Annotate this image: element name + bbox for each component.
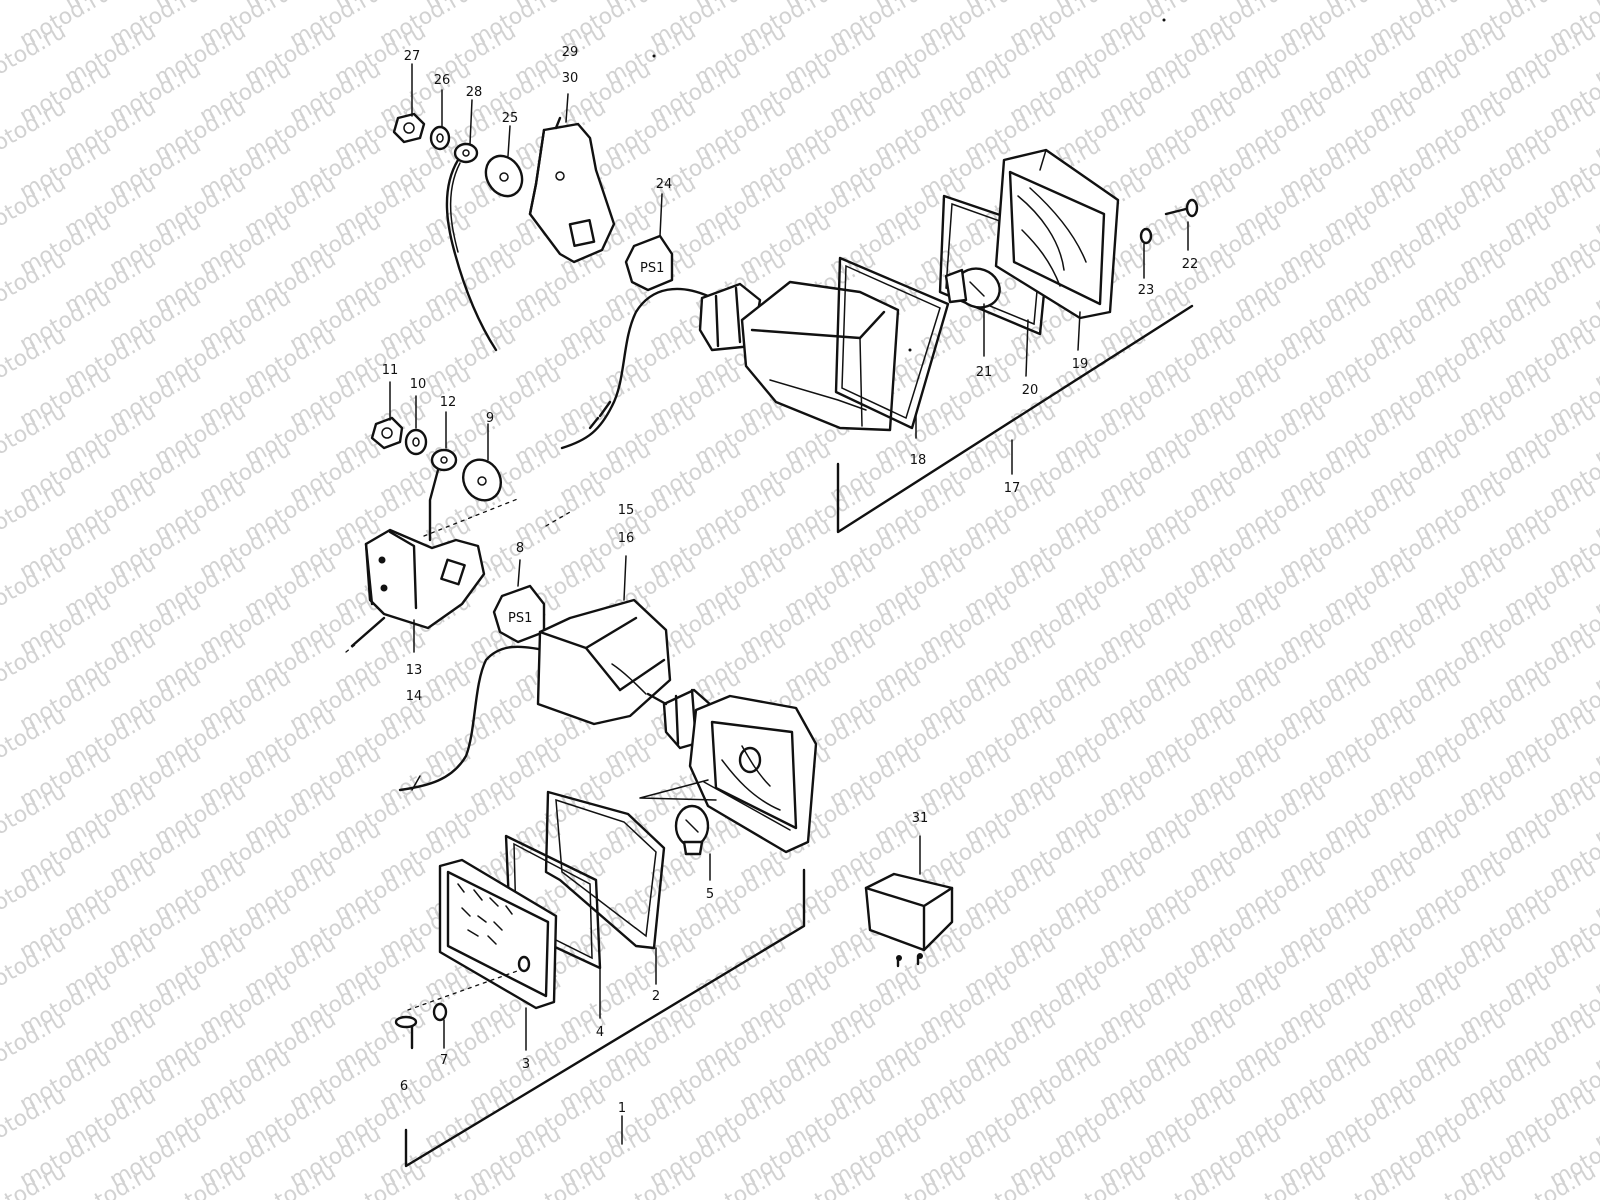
nut-upper — [394, 114, 424, 142]
label-part-8: 8 — [516, 541, 524, 556]
label-part-2: 2 — [652, 989, 660, 1004]
washer-small-lower — [434, 1004, 446, 1020]
label-part-15: 15 — [618, 503, 635, 518]
label-part-3: 3 — [522, 1057, 530, 1072]
label-part-23: 23 — [1138, 283, 1155, 298]
label-part-7: 7 — [440, 1053, 448, 1068]
label-part-21: 21 — [976, 365, 993, 380]
label-part-4: 4 — [596, 1025, 604, 1040]
label-part-13: 13 — [406, 663, 423, 678]
grommet-upper: PS1 — [626, 236, 672, 290]
label-part-12: 12 — [440, 395, 457, 410]
label-part-29: 29 — [562, 45, 579, 60]
label-part-14: 14 — [406, 689, 423, 704]
washer-small-upper — [1141, 229, 1151, 243]
label-part-19: 19 — [1072, 357, 1089, 372]
label-part-6: 6 — [400, 1079, 408, 1094]
label-part-20: 20 — [1022, 383, 1039, 398]
label-part-25: 25 — [502, 111, 519, 126]
label-part-17: 17 — [1004, 481, 1021, 496]
label-part-28: 28 — [466, 85, 483, 100]
lock-washer-lower — [406, 430, 426, 454]
grommet-marking-upper: PS1 — [640, 261, 664, 276]
label-part-1: 1 — [618, 1101, 626, 1116]
lock-washer-upper — [431, 127, 449, 149]
label-part-10: 10 — [410, 377, 427, 392]
label-part-16: 16 — [618, 531, 635, 546]
label-part-31: 31 — [912, 811, 929, 826]
label-part-24: 24 — [656, 177, 673, 192]
label-part-30: 30 — [562, 71, 579, 86]
label-part-5: 5 — [706, 887, 714, 902]
housing-lower — [538, 600, 670, 724]
label-part-18: 18 — [910, 453, 927, 468]
label-part-9: 9 — [486, 411, 494, 426]
grommet-marking-lower: PS1 — [508, 611, 532, 626]
label-part-22: 22 — [1182, 257, 1199, 272]
label-part-26: 26 — [434, 73, 451, 88]
label-part-27: 27 — [404, 49, 421, 64]
grommet-lower: PS1 — [494, 586, 544, 642]
label-part-11: 11 — [382, 363, 399, 378]
